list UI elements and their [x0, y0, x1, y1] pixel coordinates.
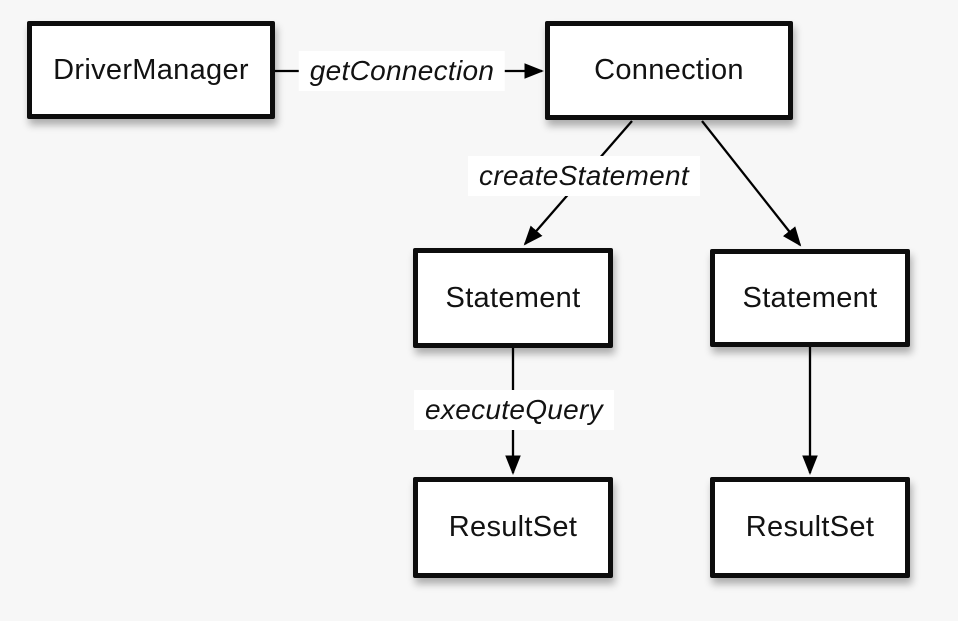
node-connection: Connection — [545, 21, 793, 120]
edge-label-getconnection: getConnection — [298, 51, 506, 91]
edge-label-executequery: executeQuery — [414, 390, 614, 430]
node-resultset-right: ResultSet — [710, 477, 910, 578]
node-drivermanager: DriverManager — [27, 21, 275, 119]
node-statement-left: Statement — [413, 248, 613, 348]
node-resultset-left: ResultSet — [413, 477, 613, 578]
node-statement-right: Statement — [710, 249, 910, 347]
edge-label-createstatement: createStatement — [468, 156, 700, 196]
arrow-connection-to-statement-right — [701, 120, 802, 247]
